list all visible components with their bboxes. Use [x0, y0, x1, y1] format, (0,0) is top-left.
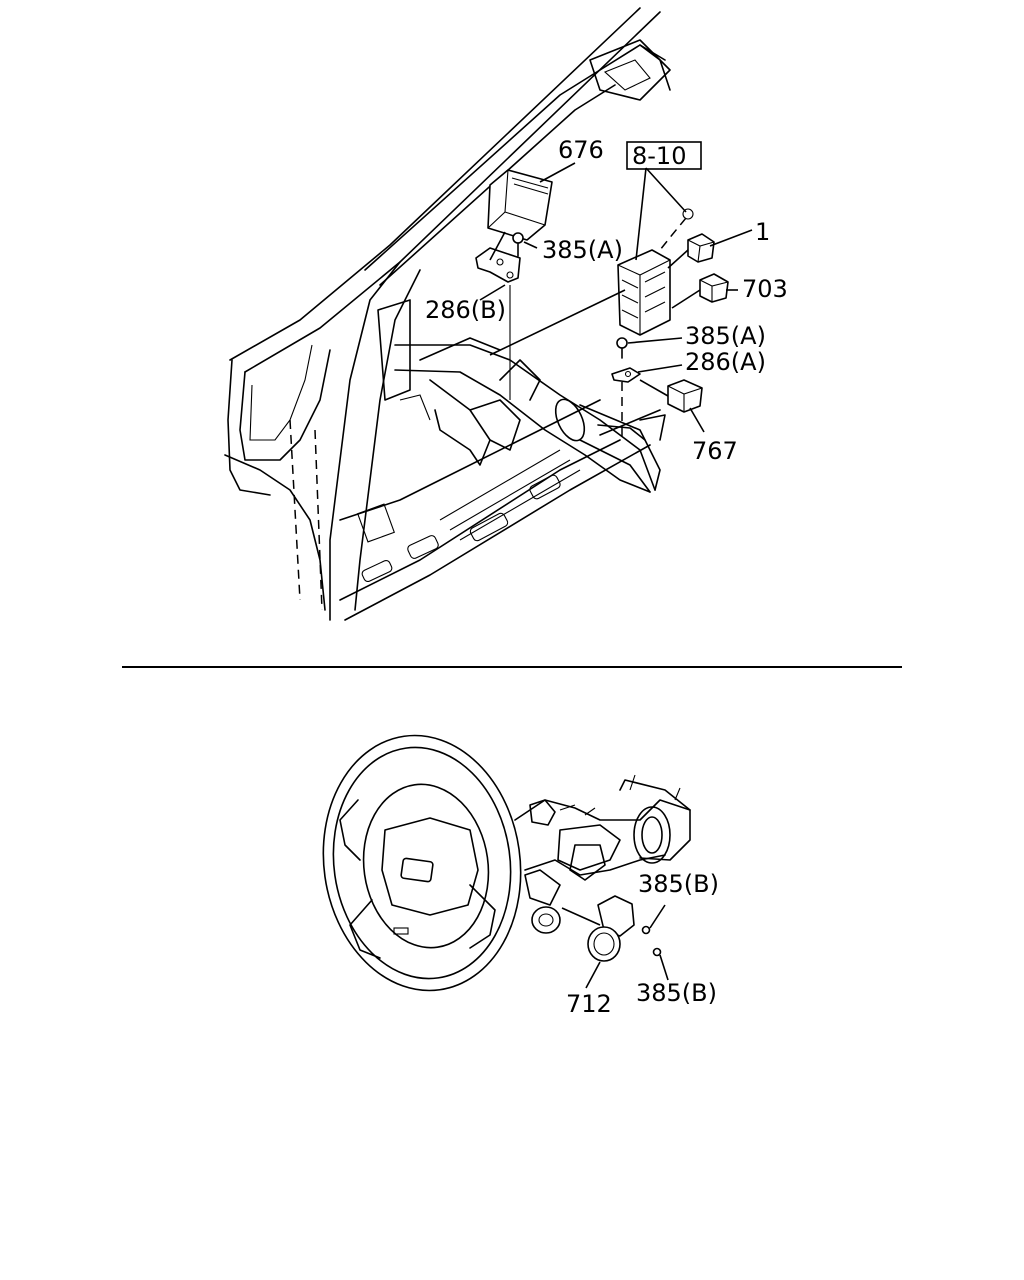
callout-676: 676 — [558, 136, 604, 164]
part-385b-screws — [641, 904, 669, 981]
callout-712: 712 — [566, 990, 612, 1018]
callout-286b: 286(B) — [425, 296, 506, 324]
part-767-relay — [639, 379, 705, 433]
part-286a-bracket — [611, 364, 683, 440]
callout-286a: 286(A) — [685, 348, 766, 376]
steering-wheel-illustration — [322, 734, 691, 992]
part-385a-bolt-mid — [616, 337, 683, 359]
callout-8-10: 8-10 — [632, 142, 686, 170]
cab-interior-illustration — [224, 7, 671, 621]
callout-385a-top: 385(A) — [542, 236, 623, 264]
part-286b-bracket — [475, 231, 521, 400]
callout-385a-mid: 385(A) — [685, 322, 766, 350]
callout-1: 1 — [755, 218, 770, 246]
callout-385b-upper: 385(B) — [638, 870, 719, 898]
callout-703: 703 — [742, 275, 788, 303]
callout-385b-lower: 385(B) — [636, 979, 717, 1007]
part-676-control-unit — [487, 162, 576, 241]
callout-767: 767 — [692, 437, 738, 465]
part-703-relay — [671, 273, 738, 309]
callout-8-10-box — [626, 141, 702, 170]
part-385a-bolt-top — [512, 232, 538, 257]
part-712-immobilizer-ring — [585, 895, 635, 989]
part-8-10-relay-block — [489, 167, 694, 356]
part-1-relay — [667, 229, 753, 269]
